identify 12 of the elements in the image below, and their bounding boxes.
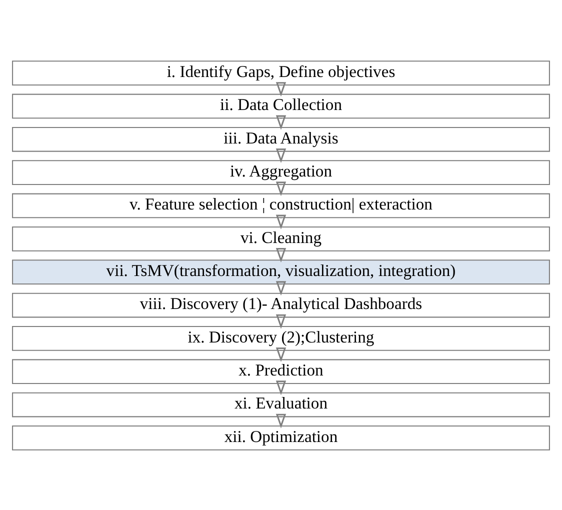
- arrow: [276, 413, 286, 428]
- arrow: [276, 380, 286, 395]
- arrow: [276, 214, 286, 229]
- arrow: [276, 247, 286, 262]
- arrow: [276, 280, 286, 296]
- arrow: [276, 181, 286, 196]
- arrow: [276, 114, 286, 130]
- arrow: [276, 314, 286, 328]
- arrow: [276, 148, 286, 162]
- arrow: [276, 346, 286, 362]
- node-box: xii. Optimization: [12, 425, 550, 450]
- arrow: [276, 82, 286, 96]
